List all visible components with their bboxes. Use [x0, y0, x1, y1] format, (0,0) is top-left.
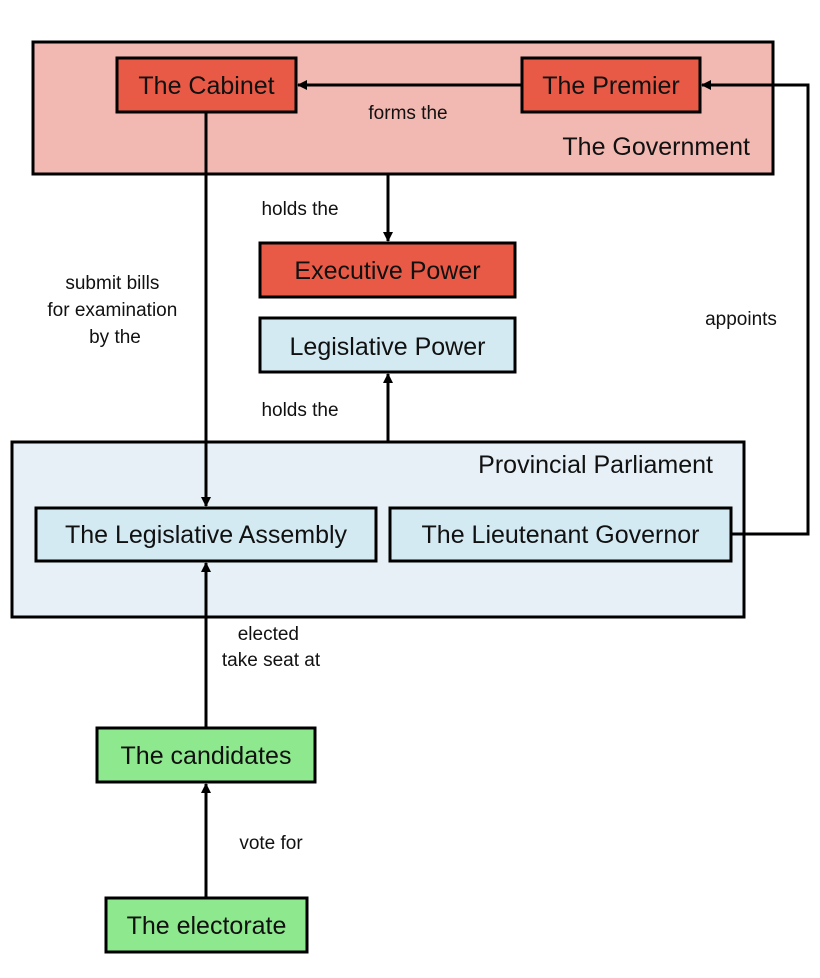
candidates-node	[95, 726, 317, 784]
elected-line-1: elected	[238, 624, 299, 645]
forms-the-label: forms the	[368, 103, 447, 124]
executive-power-label: Executive Power	[294, 257, 480, 285]
vote-for-label: vote for	[239, 833, 303, 854]
legislative-assembly-node	[34, 506, 378, 563]
lieutenant-governor-node	[388, 506, 733, 563]
government-group-label: The Government	[562, 133, 750, 161]
submit-bills-label: submit bills for examination by the	[47, 273, 182, 348]
parliament-holds-label: holds the	[261, 400, 338, 421]
legislative-power-label: Legislative Power	[290, 333, 486, 361]
submit-bills-line-1: submit bills	[65, 273, 159, 294]
legislative-assembly-label: The Legislative Assembly	[65, 521, 348, 549]
submit-bills-line-3: by the	[89, 327, 141, 348]
cabinet-label: The Cabinet	[138, 72, 274, 100]
electorate-node	[104, 896, 309, 954]
submit-bills-line-2: for examination	[47, 300, 177, 321]
elected-line-2: take seat at	[222, 650, 321, 671]
appoints-label: appoints	[705, 309, 777, 330]
electorate-label: The electorate	[127, 912, 287, 940]
lieutenant-governor-label: The Lieutenant Governor	[422, 521, 700, 549]
premier-node	[520, 56, 702, 114]
legislative-power-node	[258, 316, 517, 374]
candidates-label: The candidates	[121, 742, 292, 770]
elected-label: elected take seat at	[222, 624, 321, 671]
appoints-arrow	[701, 80, 810, 536]
parliament-group-label: Provincial Parliament	[478, 451, 713, 479]
premier-label: The Premier	[542, 72, 680, 100]
government-holds-label: holds the	[261, 199, 338, 220]
executive-power-node	[258, 241, 517, 299]
